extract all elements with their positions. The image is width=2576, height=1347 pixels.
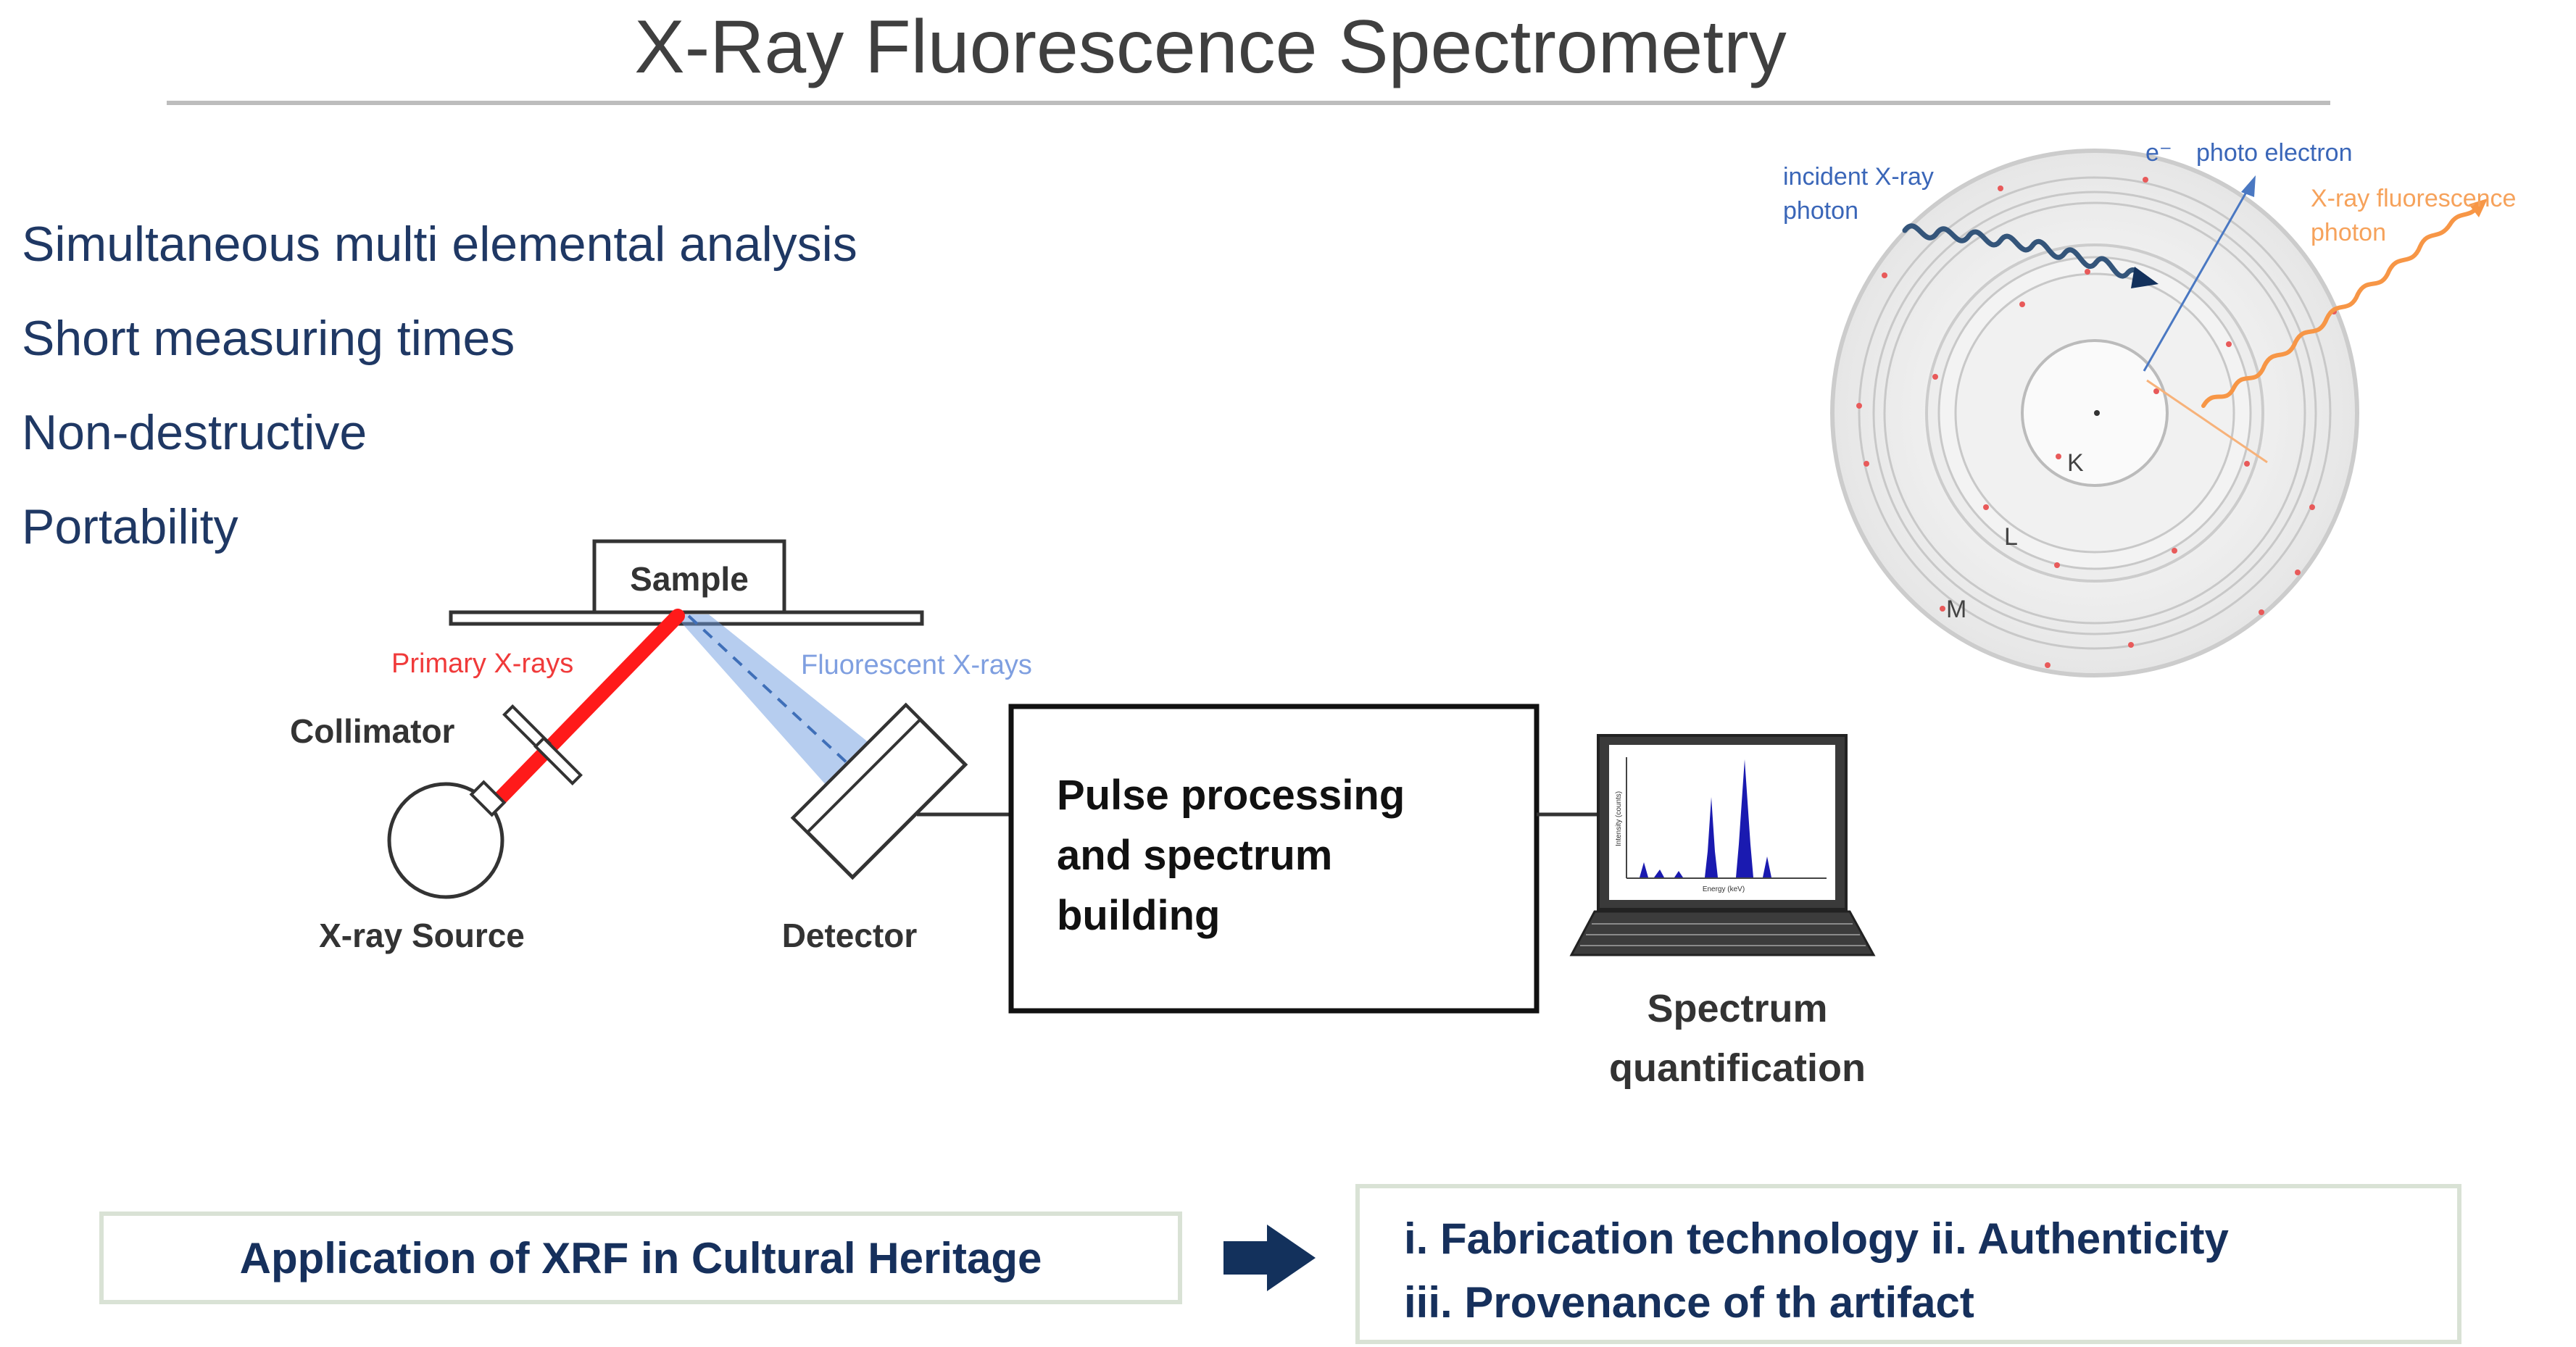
page-title: X-Ray Fluorescence Spectrometry bbox=[634, 5, 1786, 89]
fluorescence-photon-label-line: X-ray fluorescence bbox=[2311, 185, 2516, 212]
xray-source-tube bbox=[387, 782, 504, 899]
shell-k-label: K bbox=[2067, 449, 2084, 477]
nucleus bbox=[2094, 410, 2100, 416]
incident-photon-label-line: photon bbox=[1783, 197, 1858, 225]
xray-source-window bbox=[469, 780, 507, 817]
fluorescent-beam bbox=[674, 614, 892, 806]
shell-l-label: L bbox=[2004, 523, 2018, 551]
processing-label-line: and spectrum bbox=[1057, 832, 1332, 879]
results-line: i. Fabrication technology ii. Authentici… bbox=[1404, 1214, 2229, 1263]
photoelectron-path bbox=[2143, 184, 2252, 372]
primary-xray-beam bbox=[486, 609, 685, 813]
incident-photon-wave bbox=[1902, 223, 2145, 282]
incident-photon-arrowhead bbox=[2131, 267, 2159, 288]
application-row: Application of XRF in Cultural Heritage … bbox=[99, 1184, 2461, 1344]
fluorescent-xrays-label: Fluorescent X-rays bbox=[801, 650, 1032, 680]
detector bbox=[790, 702, 968, 880]
application-box bbox=[99, 1212, 1182, 1304]
screen-y-axis-label: Intensity (counts) bbox=[1615, 791, 1623, 846]
atom-diagram: incident X-ray photon e⁻ photo electron … bbox=[1783, 139, 2516, 677]
electron-dots bbox=[1856, 177, 2337, 668]
spectrum-label-line: Spectrum bbox=[1647, 987, 1827, 1030]
feature-list: Simultaneous multi elemental analysis Sh… bbox=[22, 217, 857, 554]
pulse-processing-box bbox=[1008, 704, 1540, 1014]
processing-label-line: Pulse processing bbox=[1057, 772, 1405, 819]
shell-m-ring bbox=[1883, 201, 2306, 625]
application-label: Application of XRF in Cultural Heritage bbox=[240, 1234, 1042, 1283]
spectrum-plot: Intensity (counts) Energy (keV) bbox=[1615, 757, 1827, 893]
collimator-plate-lower bbox=[533, 736, 583, 785]
feature-item: Simultaneous multi elemental analysis bbox=[22, 217, 857, 272]
sample-block bbox=[592, 539, 786, 614]
keyboard-keys bbox=[1580, 923, 1866, 946]
shell-m-ring bbox=[1872, 191, 2317, 635]
processing-label-line: building bbox=[1057, 892, 1221, 939]
results-box bbox=[1355, 1184, 2461, 1344]
fluorescence-photon-label-line: photon bbox=[2311, 219, 2386, 246]
photoelectron-label: photo electron bbox=[2196, 139, 2353, 167]
electron-symbol-label: e⁻ bbox=[2145, 139, 2172, 167]
laptop-keyboard bbox=[1569, 910, 1876, 956]
fluorescence-photon-arrowhead bbox=[2469, 199, 2488, 217]
xrf-setup-diagram: Sample Fluorescent X-rays Primary X-rays… bbox=[290, 539, 1876, 1090]
arrow-right-icon bbox=[1223, 1225, 1316, 1291]
laptop: Intensity (counts) Energy (keV) bbox=[1569, 734, 1876, 956]
feature-item: Non-destructive bbox=[22, 405, 367, 460]
fluorescence-transition-line bbox=[2146, 379, 2268, 464]
fluorescence-photon-wave bbox=[2201, 205, 2480, 408]
collimator-label: Collimator bbox=[290, 712, 455, 750]
feature-item: Portability bbox=[22, 499, 238, 554]
sample-label: Sample bbox=[630, 560, 749, 598]
incident-photon-label-line: incident X-ray bbox=[1783, 163, 1934, 191]
primary-xrays-label: Primary X-rays bbox=[391, 649, 573, 679]
photoelectron-arrowhead bbox=[2241, 175, 2256, 197]
feature-item: Short measuring times bbox=[22, 311, 515, 366]
spectrum-label-line: quantification bbox=[1609, 1046, 1866, 1090]
shell-m-ring bbox=[1858, 176, 2332, 650]
fluorescent-beam-axis bbox=[687, 614, 870, 784]
results-line: iii. Provenance of th artifact bbox=[1404, 1278, 1974, 1327]
screen-x-axis-label: Energy (keV) bbox=[1703, 885, 1745, 893]
detector-label: Detector bbox=[782, 917, 918, 954]
shell-m-label: M bbox=[1946, 596, 1966, 623]
xray-source-label: X-ray Source bbox=[319, 917, 525, 954]
